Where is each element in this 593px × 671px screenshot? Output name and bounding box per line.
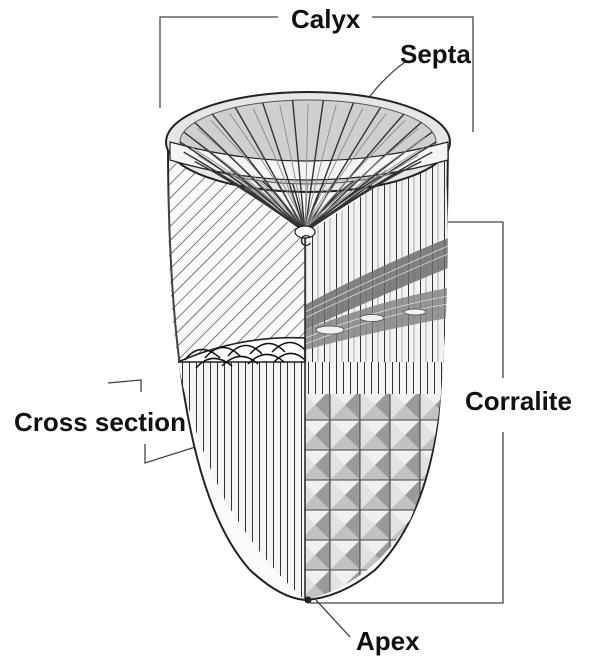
- apex-point: [305, 597, 312, 604]
- calyx-label: Calyx: [291, 4, 360, 35]
- corallite-label: Corralite: [465, 386, 572, 417]
- apex-leader: [316, 600, 350, 637]
- svg-text:C: C: [300, 233, 312, 250]
- septa-label: Septa: [400, 39, 471, 70]
- apex-label: Apex: [356, 626, 420, 657]
- cross-section-label: Cross section: [14, 407, 186, 438]
- lower-left-wall: [170, 355, 310, 605]
